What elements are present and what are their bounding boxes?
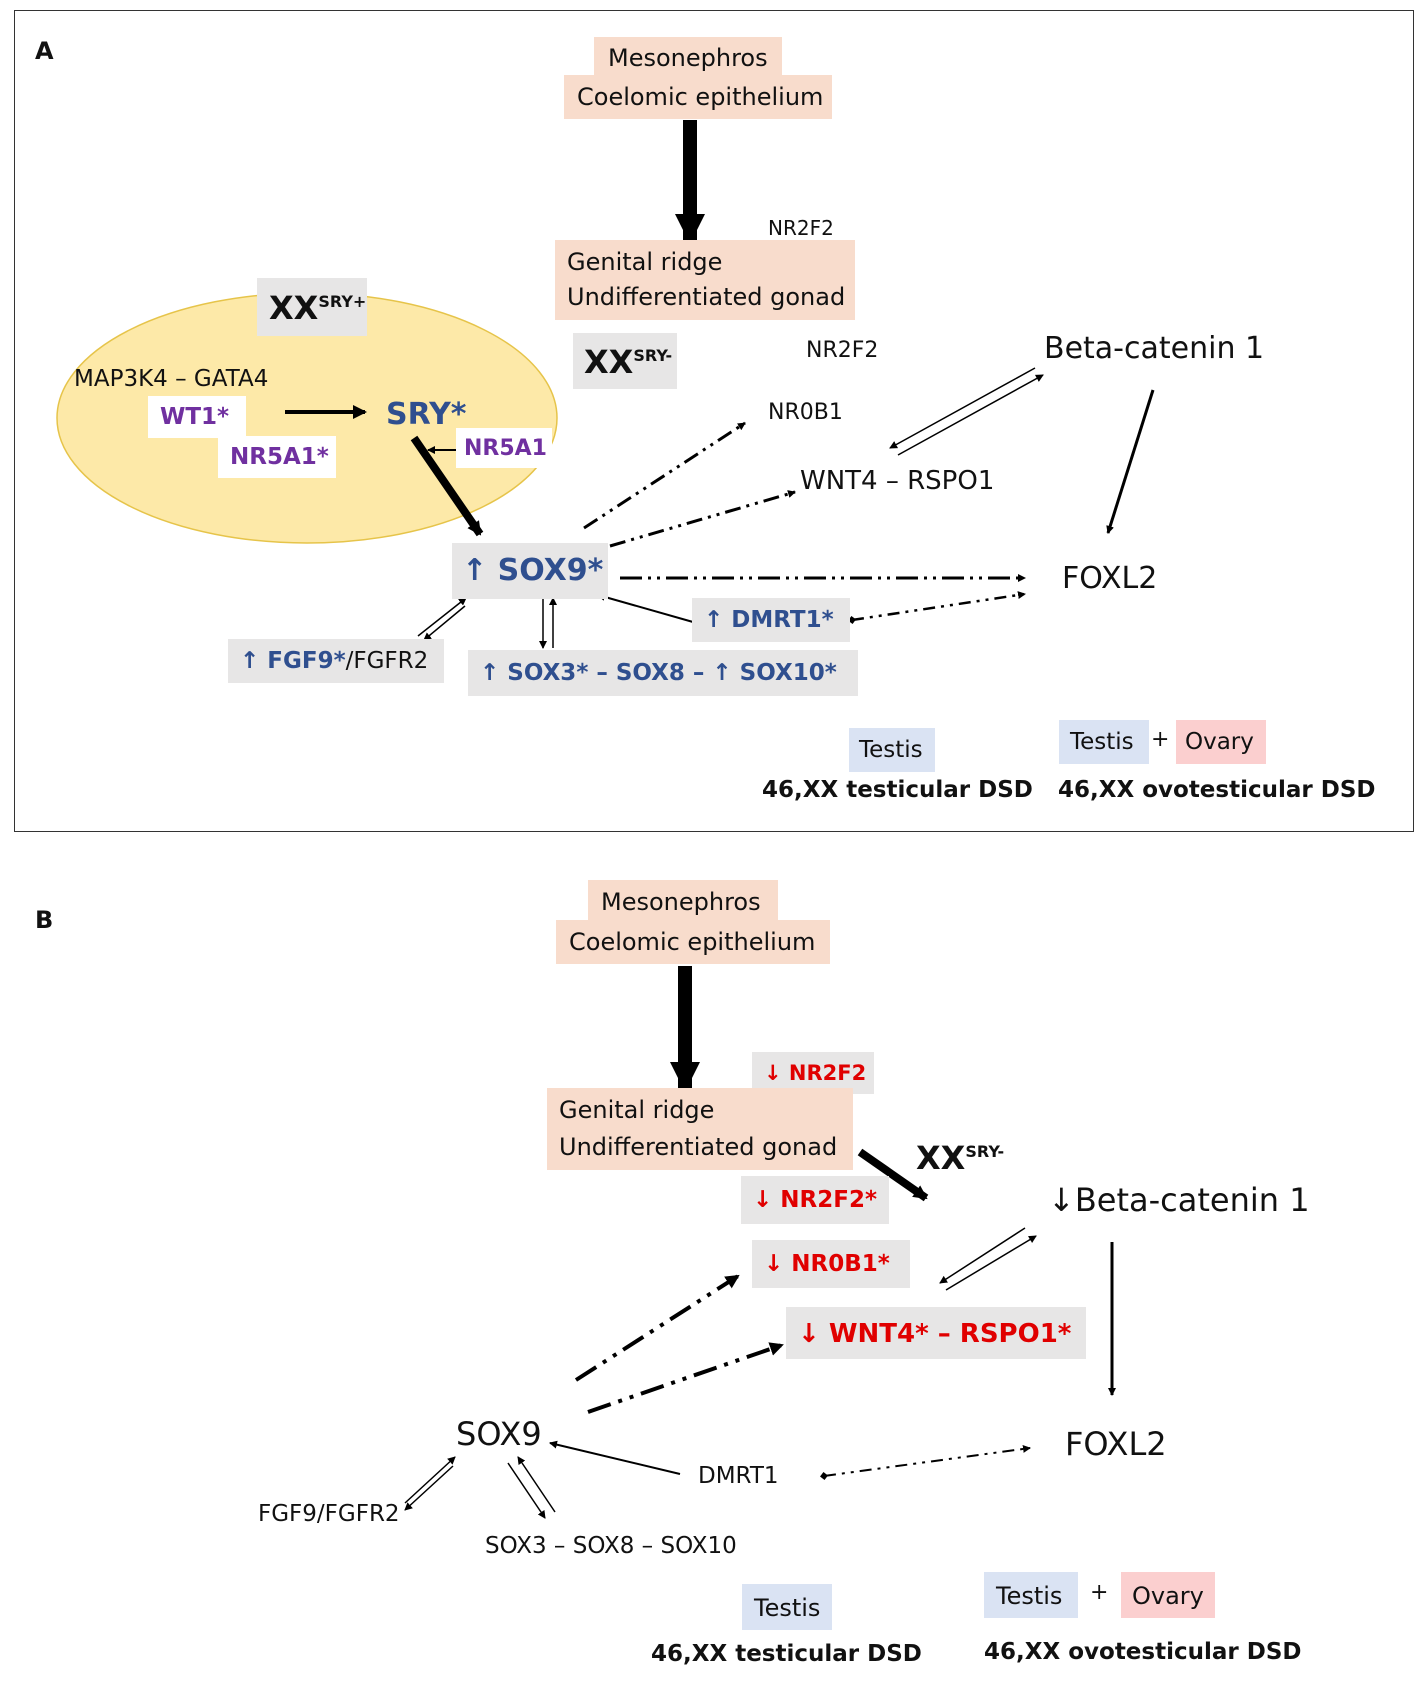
sox-group-label-a: ↑ SOX3* – SOX8 – ↑ SOX10* [480,660,837,686]
nr0b1-label-a: NR0B1 [768,400,843,425]
testis-label-a2: Testis [1070,729,1134,755]
sox9-box-a: ↑ SOX9* [452,543,608,599]
fgf9-fgfr2-label-a: ↑ FGF9*/FGFR2 [240,648,429,674]
dmrt1-label-b: DMRT1 [698,1463,779,1489]
ovary-box-a: Ovary [1176,720,1266,764]
arrow-soxgroup-to-sox9-b [517,1456,556,1513]
fgf9-box-a: ↑ FGF9*/FGFR2 [228,639,444,683]
testis-box-b2: Testis [984,1572,1078,1618]
undiff-gonad-label: Undifferentiated gonad [567,283,846,311]
testis-box-b1: Testis [742,1584,832,1630]
nr2f2-down-label: ↓ NR2F2 [764,1061,867,1085]
xx-sry-plus-label: XXSRY+ [269,289,367,327]
coelomic-label: Coelomic epithelium [577,83,824,111]
nr2f2-top-label: NR2F2 [768,216,834,240]
sox-group-box-a: ↑ SOX3* – SOX8 – ↑ SOX10* [468,650,858,696]
plus-label-b: + [1090,1580,1109,1605]
nr0b1-star-box: ↓ NR0B1* [752,1240,910,1288]
nr5a1-box: NR5A1 [456,428,552,468]
arrow-beta-to-foxl2-a [1106,389,1155,534]
map3k4-gata4-label: MAP3K4 – GATA4 [74,366,269,392]
sox9-label-a: ↑ SOX9* [462,553,604,588]
arrow-sox9-to-nr0b1-b [574,1274,740,1382]
arrow-sox9-to-wnt4 [609,490,796,548]
arrow-dmrt1-to-sox9 [597,593,694,623]
ovotesticular-dsd-label-b: 46,XX ovotesticular DSD [984,1639,1302,1665]
wt1-box: WT1* [148,396,246,438]
nr5a1-star-label: NR5A1* [230,444,329,470]
panel-a-label: A [35,37,54,65]
nr5a1-star-box: NR5A1* [218,436,336,478]
nr2f2-star-label: ↓ NR2F2* [753,1187,877,1213]
panel-b-label: B [35,906,54,934]
mesonephros-box-a: Mesonephros [594,37,782,77]
nr2f2-label-a: NR2F2 [806,338,879,363]
sox-group-label-b: SOX3 – SOX8 – SOX10 [485,1533,737,1559]
arrow-wnt4-to-beta-a [897,374,1044,456]
beta-catenin-label-a: Beta-catenin 1 [1044,331,1265,366]
testicular-dsd-label-a: 46,XX testicular DSD [762,777,1033,803]
arrow-sox9-to-wnt4-b [587,1342,784,1414]
xx-sry-minus-box-a: XXSRY- [573,333,677,389]
mesonephros-label-b: Mesonephros [601,888,761,916]
dmrt1-label-a: ↑ DMRT1* [704,607,834,633]
xx-sry-minus-label-b: XXSRY- [916,1139,1005,1177]
testis-label-b1: Testis [754,1594,821,1622]
ovary-box-b: Ovary [1121,1572,1215,1618]
ovotesticular-dsd-label-a: 46,XX ovotesticular DSD [1058,777,1376,803]
genital-ridge-label: Genital ridge [567,248,723,276]
arrow-sox9-to-fgf9 [423,605,466,641]
arrow-nr0b1-to-beta-b [945,1235,1037,1291]
arrow-fgf9-to-sox9 [417,597,467,637]
arrow-sox9-to-nr0b1 [583,421,746,530]
arrow-fgf9-to-sox9-b [404,1456,456,1504]
arrow-dmrt1-to-foxl2 [848,591,1026,624]
testis-label-b2: Testis [996,1582,1063,1610]
coelomic-box-b: Coelomic epithelium [556,920,830,964]
arrow-ridge-to-beta-b [857,1148,929,1202]
arrow-dmrt1-to-foxl2-b [820,1444,1031,1480]
testis-box-a1: Testis [849,728,935,772]
arrow-beta-to-nr0b1-b [939,1227,1026,1284]
arrow-sox9-to-soxgroup-b [507,1462,546,1519]
xx-sry-plus-box: XXSRY+ [257,278,367,336]
ovary-label-b: Ovary [1132,1582,1204,1610]
foxl2-label-b: FOXL2 [1065,1425,1167,1463]
wnt4-rspo1-star-label: ↓ WNT4* – RSPO1* [798,1319,1072,1349]
wnt4-rspo1-star-box: ↓ WNT4* – RSPO1* [786,1307,1086,1359]
testicular-dsd-label-b: 46,XX testicular DSD [651,1641,922,1667]
ovary-label-a: Ovary [1185,729,1254,755]
genital-ridge-box-b: Genital ridge Undifferentiated gonad [547,1088,853,1170]
arrow-dmrt1-to-sox9-b [549,1440,681,1475]
fgf9-fgfr2-label-b: FGF9/FGFR2 [258,1501,400,1527]
xx-sry-minus-label-a: XXSRY- [584,343,673,381]
genital-ridge-box-a: Genital ridge Undifferentiated gonad [555,240,855,320]
wnt4-rspo1-label-a: WNT4 – RSPO1 [800,466,995,496]
foxl2-label-a: FOXL2 [1062,561,1158,596]
coelomic-box-a: Coelomic epithelium [564,75,832,119]
nr2f2-down-box: ↓ NR2F2 [752,1052,874,1094]
coelomic-label-b: Coelomic epithelium [569,928,816,956]
sox9-label-b: SOX9 [456,1415,542,1453]
arrow-beta-to-wnt4-a [889,367,1036,449]
testis-box-a2: Testis [1059,720,1149,764]
testis-label-a1: Testis [859,737,923,763]
wt1-label: WT1* [160,404,230,430]
mesonephros-box-b: Mesonephros [588,880,778,922]
plus-label-a: + [1151,727,1170,752]
nr2f2-star-box: ↓ NR2F2* [741,1176,889,1224]
arrow-sry-to-sox9 [410,435,484,537]
mesonephros-label: Mesonephros [608,44,768,72]
arrow-sox9-to-fgf9-b [404,1465,454,1511]
nr0b1-star-label: ↓ NR0B1* [764,1251,890,1277]
beta-catenin-label-b: ↓Beta-catenin 1 [1048,1181,1310,1219]
genital-ridge-label-b: Genital ridge [559,1096,715,1124]
nr5a1-label: NR5A1 [464,436,547,461]
undiff-gonad-label-b: Undifferentiated gonad [559,1133,838,1161]
dmrt1-box-a: ↑ DMRT1* [692,598,850,642]
sry-label: SRY* [386,397,467,432]
